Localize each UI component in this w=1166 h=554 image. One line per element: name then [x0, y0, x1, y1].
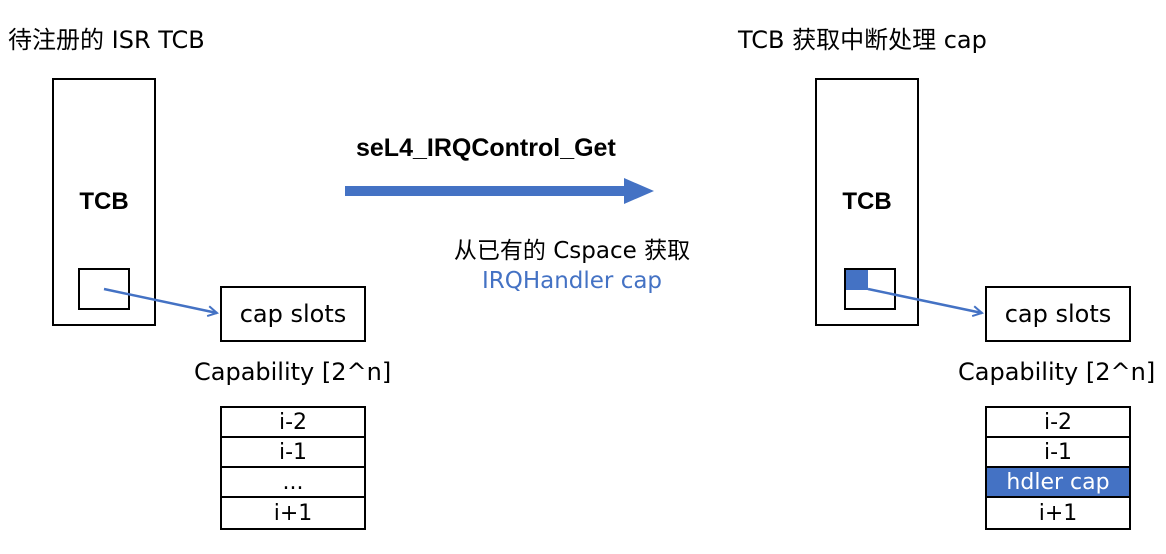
right-capability-table: i-2 i-1 hdler cap i+1	[985, 406, 1131, 530]
right-tcb-label: TCB	[842, 188, 892, 215]
transition-function-label: seL4_IRQControl_Get	[356, 134, 616, 162]
left-capability-table: i-2 i-1 ... i+1	[220, 406, 366, 530]
left-table-row: i-2	[222, 408, 364, 438]
right-cap-slots-box: cap slots	[985, 286, 1131, 342]
left-tcb-box: TCB	[52, 78, 156, 326]
left-table-row: ...	[222, 468, 364, 498]
left-tcb-label: TCB	[79, 188, 129, 215]
left-cap-slots-box: cap slots	[220, 286, 366, 342]
right-table-row: i-1	[987, 438, 1129, 468]
left-pointer-arrow	[103, 287, 217, 313]
left-table-row: i+1	[273, 500, 313, 526]
left-title: 待注册的 ISR TCB	[8, 26, 205, 54]
right-pointer-arrow	[867, 287, 982, 313]
transition-note-line2: IRQHandler cap	[481, 268, 663, 294]
transition-note-line1: 从已有的 Cspace 获取	[453, 238, 691, 264]
right-capability-label: Capability [2^n]	[958, 358, 1156, 386]
right-cspace-slot	[844, 268, 896, 310]
right-table-row: i-2	[987, 408, 1129, 438]
left-table-row: i-1	[222, 438, 364, 468]
left-capability-label: Capability [2^n]	[194, 358, 392, 386]
transition-note: 从已有的 Cspace 获取 IRQHandler cap	[432, 236, 712, 296]
right-title: TCB 获取中断处理 cap	[738, 26, 987, 54]
transition-arrow	[345, 178, 654, 204]
right-slot-filled-marker	[846, 270, 868, 290]
right-table-row-highlighted: hdler cap	[987, 468, 1129, 498]
right-table-row: i+1	[1038, 500, 1078, 526]
right-tcb-box: TCB	[815, 78, 919, 326]
